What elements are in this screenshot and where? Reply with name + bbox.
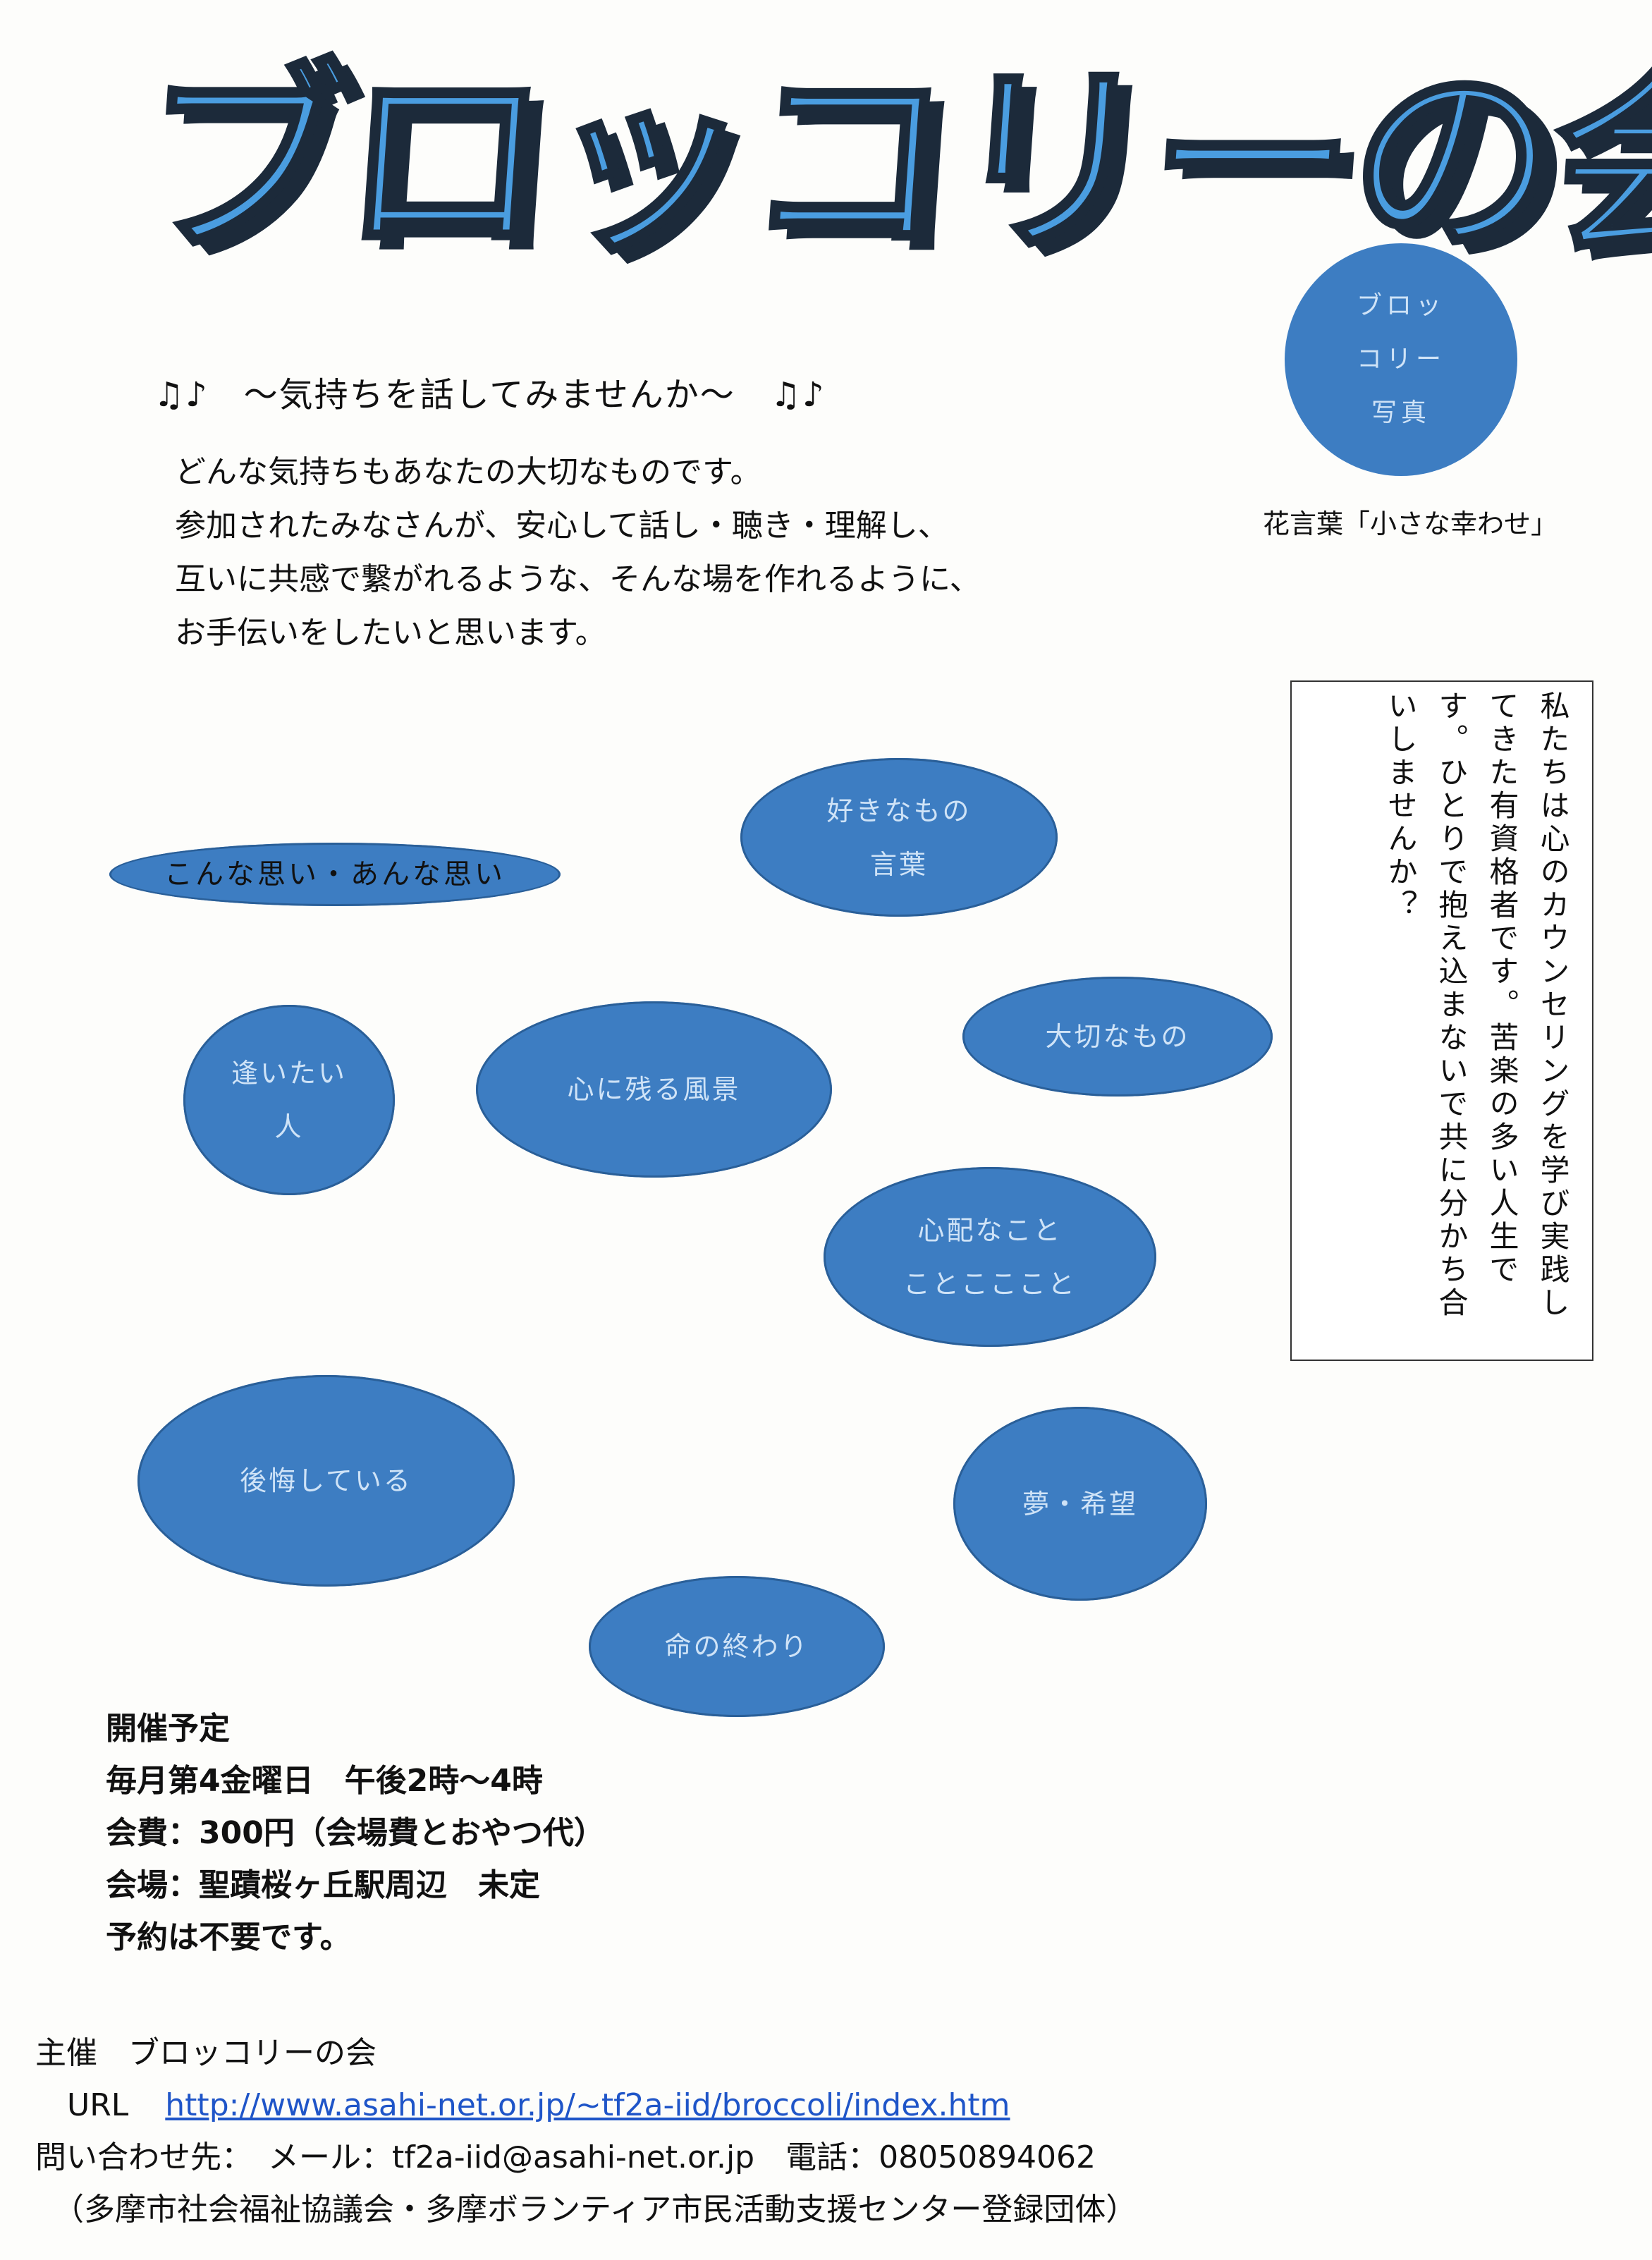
bubble-worry-line2: ことこここと — [903, 1268, 1077, 1300]
schedule-heading: 開催予定 — [106, 1711, 230, 1747]
intro-line: 参加されたみなさんが、安心して話し・聴き・理解し、 — [175, 508, 949, 544]
page-title-text: ブロッコリーの会 — [130, 40, 1652, 284]
bubble-regret-line1: 後悔している — [240, 1465, 412, 1496]
bubble-worry-line1: 心配なこと — [917, 1214, 1063, 1246]
bubble-life-end: 命の終わり — [589, 1576, 885, 1717]
intro-line: 互いに共感で繋がれるような、そんな場を作れるように、 — [175, 561, 981, 597]
vertical-message-box: 私たちは心のカウンセリングを学び実践してきた有資格者です。苦楽の多い人生です。ひ… — [1290, 680, 1593, 1361]
bubble-regret: 後悔している — [137, 1375, 515, 1587]
bubble-main: こんな思い・あんな思い — [109, 843, 561, 906]
flower-language: 花言葉「小さな幸わせ」 — [1262, 508, 1558, 539]
footer-url-row: URL http://www.asahi-net.or.jp/~tf2a-iid… — [35, 2079, 1137, 2132]
bubble-meet-line1: 逢いたい — [231, 1058, 347, 1089]
footer-registration: （多摩市社会福祉協議会・多摩ボランティア市民活動支援センター登録団体） — [53, 2192, 1137, 2228]
schedule-fee: 会費：300円（会場費とおやつ代） — [106, 1815, 605, 1851]
intro-text: どんな気持ちもあなたの大切なものです。 参加されたみなさんが、安心して話し・聴き… — [175, 446, 1162, 660]
intro-line: お手伝いをしたいと思います。 — [175, 615, 606, 651]
bubble-favorite: 好きなもの 言葉 — [740, 758, 1058, 917]
bubble-life-end-line1: 命の終わり — [664, 1631, 809, 1662]
page-title: ブロッコリーの会 ブロッコリーの会 — [130, 40, 1652, 293]
schedule-section: 開催予定 毎月第4金曜日 午後2時〜4時 会費：300円（会場費とおやつ代） 会… — [106, 1703, 605, 1964]
footer-organizer: 主催 ブロッコリーの会 — [35, 2035, 377, 2071]
vertical-message: 私たちは心のカウンセリングを学び実践してきた有資格者です。苦楽の多い人生です。ひ… — [1383, 690, 1570, 1320]
bubble-dream: 夢・希望 — [953, 1407, 1207, 1601]
bubble-meet: 逢いたい 人 — [183, 1005, 395, 1195]
bubble-scenery: 心に残る風景 — [476, 1001, 832, 1178]
footer-contact: 問い合わせ先： メール：tf2a-iid@asahi-net.or.jp 電話：… — [35, 2139, 1096, 2175]
bubble-meet-line2: 人 — [274, 1111, 304, 1142]
schedule-reservation: 予約は不要です。 — [106, 1919, 351, 1955]
bubble-important: 大切なもの — [962, 977, 1273, 1097]
schedule-when: 毎月第4金曜日 午後2時〜4時 — [106, 1763, 543, 1799]
schedule-venue: 会場：聖蹟桜ヶ丘駅周辺 未定 — [106, 1867, 540, 1903]
bubble-important-line1: 大切なもの — [1045, 1021, 1190, 1052]
bubble-dream-line1: 夢・希望 — [1022, 1488, 1138, 1520]
photo-label-line3: 写真 — [1371, 398, 1431, 427]
broccoli-photo-placeholder: ブロッ コリー 写真 — [1285, 243, 1517, 476]
photo-label-line1: ブロッ — [1356, 291, 1445, 320]
subtitle: ♫♪ 〜気持ちを話してみませんか〜 ♫♪ — [154, 375, 826, 415]
photo-label-line2: コリー — [1356, 345, 1445, 374]
url-label: URL — [67, 2087, 129, 2123]
website-link[interactable]: http://www.asahi-net.or.jp/~tf2a-iid/bro… — [165, 2087, 1010, 2123]
footer-section: 主催 ブロッコリーの会 URL http://www.asahi-net.or.… — [35, 2027, 1137, 2236]
bubble-worry: 心配なこと ことこここと — [824, 1167, 1156, 1347]
bubble-favorite-line2: 言葉 — [869, 848, 928, 880]
bubble-favorite-line1: 好きなもの — [826, 795, 972, 826]
bubble-main-label: こんな思い・あんな思い — [164, 858, 506, 891]
bubble-scenery-line1: 心に残る風景 — [567, 1074, 741, 1105]
intro-line: どんな気持ちもあなたの大切なものです。 — [175, 454, 761, 490]
